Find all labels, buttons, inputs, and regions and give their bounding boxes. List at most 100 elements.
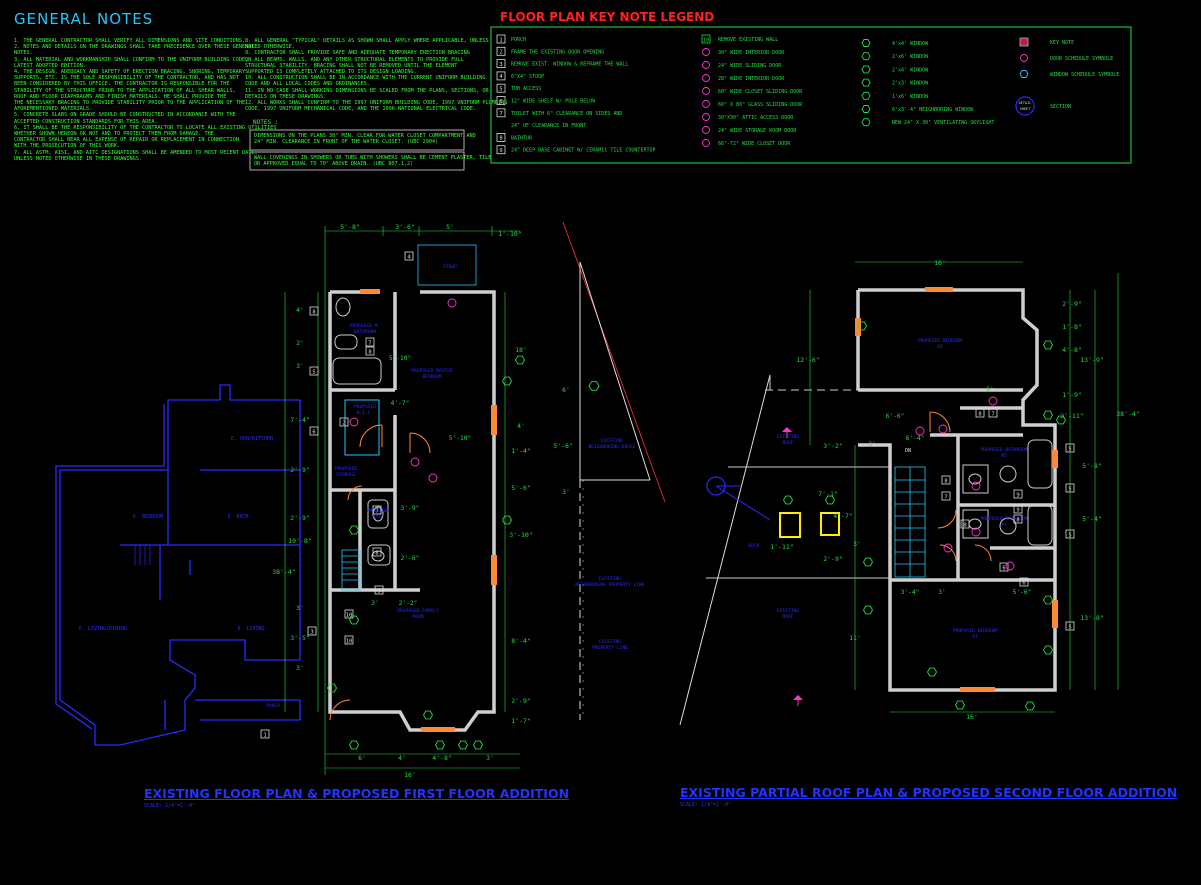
note-box-line: DIMENSIONS ON THE PLANS 30" MIN. CLEAR F…: [254, 133, 476, 139]
window-symbol: [861, 78, 871, 87]
room-label: PROPOSED: [354, 404, 376, 410]
door-symbol: [702, 126, 710, 134]
general-notes-col1: 1. THE GENERAL CONTRACTOR SHALL VERIFY A…: [14, 38, 276, 162]
plan1-labels: 5'-8"3'-6"5'1'-10"6'4'4'-8"3'16'4'2'3'7'…: [79, 223, 533, 779]
dimension-text: 4': [517, 422, 525, 430]
dimension-text: 1'-8": [1062, 323, 1082, 331]
keynote-number: 7: [991, 411, 994, 417]
keynote-text: 6"X4" STOOP: [511, 74, 544, 80]
keynote-text: TUB ACCESS: [511, 86, 541, 92]
dimension-text: 6': [562, 386, 570, 394]
room-label: BEDROOM: [422, 374, 442, 380]
door-symbol: [943, 543, 953, 553]
window-symbol: [348, 740, 360, 750]
keynote-box: [988, 408, 998, 418]
dimension-text: 16': [934, 259, 946, 267]
window-symbol: [588, 381, 600, 391]
plan2-stairs: [894, 466, 926, 578]
keynote-number: 8: [944, 478, 947, 484]
keynote-number: 10: [703, 37, 710, 43]
general-note-line: ROOF AND FLOOR DIAPHRAGMS AND FINISH MAT…: [14, 93, 227, 100]
window-symbol: [472, 740, 484, 750]
keynote-box: [1013, 489, 1023, 499]
keynote-text: BATHTUB: [511, 135, 532, 141]
dimension-text: 3': [296, 664, 304, 672]
keynote-text: 24" DEEP BASE CABINET W/ CERAMIC TILE CO…: [511, 148, 656, 154]
general-note-line: LATEST ADOPTED EDITION.: [14, 62, 86, 69]
window-symbol: [861, 39, 871, 47]
symbol-legend-text: SECTION: [1050, 104, 1071, 110]
keynote-number: 8: [978, 411, 981, 417]
general-note-line: ON ALL BEAMS, WALLS, AND ANY OTHER STRUC…: [245, 56, 464, 63]
dimension-text: 12'-6": [796, 356, 819, 364]
keynote-number: 8: [499, 136, 502, 142]
keynote-box: [1065, 443, 1075, 453]
general-note-line: UNLESS NOTED OTHERWISE IN THESE DRAWINGS…: [14, 155, 143, 162]
keynote-number: 6: [312, 429, 315, 435]
keynote-number: 1: [263, 732, 266, 738]
window-legend-text: 2'x6' WINDOW: [892, 54, 929, 60]
window-symbol: [1042, 410, 1054, 420]
keynote-box: [496, 59, 506, 68]
window-legend-text: 6'x3'-4" NEIGHBORING WINDOW: [892, 107, 974, 113]
room-label: #2: [1001, 453, 1007, 459]
dimension-text: 3'-5": [290, 634, 310, 642]
keynote-box: [1013, 514, 1023, 524]
dimension-text: 3': [938, 589, 945, 596]
legend-title: FLOOR PLAN KEY NOTE LEGEND: [500, 10, 715, 24]
keynote-box: [960, 519, 970, 529]
window-symbol: [1024, 701, 1036, 711]
general-note-line: 3. ALL MATERIAL AND WORKMANSHIP SHALL CO…: [14, 56, 249, 63]
room-label: #2: [937, 344, 943, 350]
dimension-text: 3'-4": [901, 589, 920, 596]
keynote-text: REMOVE EXIST. WINDOW & REFRAME THE WALL: [511, 62, 628, 68]
plan-symbols: [326, 298, 1067, 750]
dimension-text: 3': [853, 541, 860, 548]
keynote-number: 10: [346, 638, 353, 644]
door-symbol: [702, 113, 710, 121]
keynote-text: PORCH: [511, 37, 526, 43]
general-note-line: NOTED OTHERWISE.: [245, 44, 295, 51]
general-note-line: 5. CONCRETE SLABS ON GRADE SHOULD BE CON…: [14, 112, 236, 119]
dimension-text: 3'-9": [401, 505, 420, 512]
keynote-number: 1: [499, 37, 502, 43]
door-legend-text: REMOVE EXISTING WALL: [718, 37, 778, 43]
existing-room-label: E. LIVING/DINING: [79, 626, 127, 632]
room-label: ROOM: [412, 614, 423, 620]
dimension-text: 2'-9": [290, 514, 310, 522]
keynote-box: [372, 547, 382, 557]
window-symbol: [326, 683, 338, 693]
keynote-box: [496, 83, 506, 93]
keynote-box: [344, 635, 354, 645]
keynote-box: [999, 562, 1009, 572]
keynote-number: 9: [499, 148, 502, 154]
door-legend-text: 30" WIDE INTERIOR DOOR: [718, 50, 785, 56]
window-symbol: [1042, 340, 1054, 350]
dimension-text: 2'-6": [401, 555, 420, 562]
dimension-text: 10'-8": [288, 537, 311, 545]
dimension-text: 4'-7": [833, 512, 853, 520]
keynote-number: 2: [499, 50, 502, 56]
room-label: BATHROOM: [354, 329, 376, 335]
window-symbol: [861, 105, 871, 113]
plan2-title: EXISTING PARTIAL ROOF PLAN & PROPOSED SE…: [680, 785, 1178, 800]
keynote-number: 7: [944, 494, 947, 500]
keynote-box: [1019, 577, 1029, 587]
section-symbol: [1015, 96, 1035, 116]
plan1-dimension-lines: [284, 226, 520, 775]
dimension-text: 2': [296, 339, 304, 347]
keynote-number: 9: [1016, 507, 1019, 513]
room-label: PROPOSED BEDROOM: [953, 628, 997, 634]
keynote-box: [1013, 504, 1023, 514]
keynote-box: [1065, 529, 1075, 539]
keynote-number: 5: [1068, 446, 1071, 452]
dimension-text: 1'-10": [498, 230, 521, 238]
general-note-line: SUPPORTS, ETC. IS THE SOLE RESPONSIBILIT…: [14, 75, 239, 82]
dimension-text: 2'-9": [1062, 300, 1082, 308]
dimension-text: 38'-4": [1116, 410, 1139, 418]
